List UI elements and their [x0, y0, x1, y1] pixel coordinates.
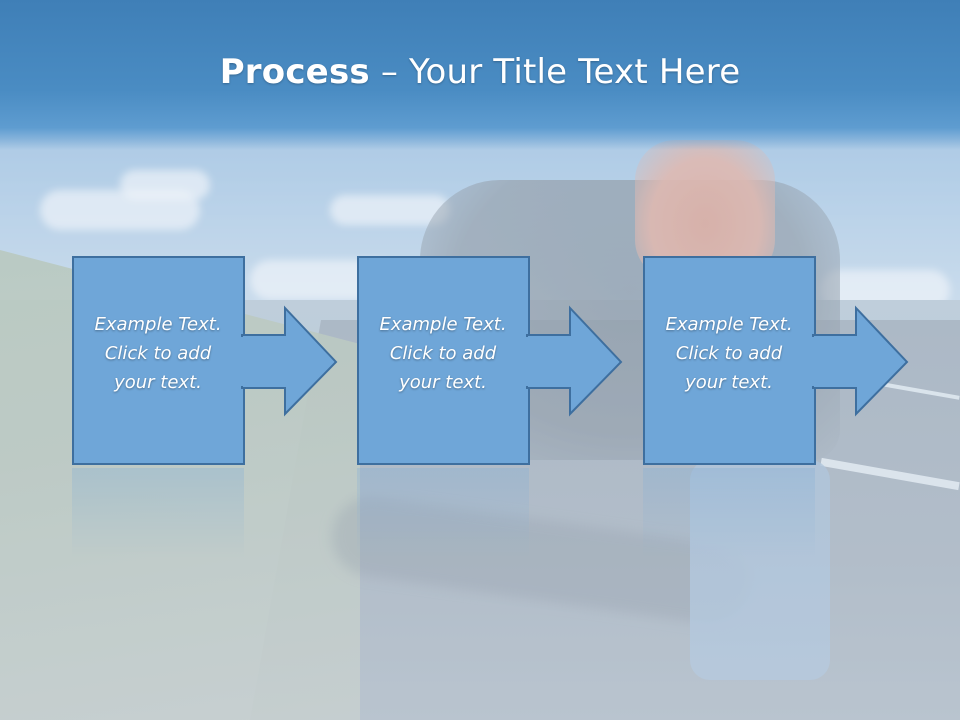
step-reflection	[72, 468, 362, 558]
step-text[interactable]: Example Text. Click to add your text.	[72, 310, 244, 397]
step-line: Click to add	[675, 343, 783, 364]
step-shape	[72, 256, 338, 465]
arrow-right-icon	[526, 305, 623, 417]
step-line: Example Text.	[379, 314, 507, 335]
title-rest: – Your Title Text Here	[369, 52, 741, 92]
reflection-box	[643, 468, 815, 558]
process-step-1[interactable]: Example Text. Click to add your text.	[72, 256, 392, 466]
step-line: your text.	[685, 372, 773, 393]
title-bar	[0, 0, 960, 150]
reflection-box	[357, 468, 529, 558]
step-line: Click to add	[389, 343, 497, 364]
step-line: Click to add	[104, 343, 212, 364]
process-step-2[interactable]: Example Text. Click to add your text.	[357, 256, 677, 466]
step-line: Example Text.	[665, 314, 793, 335]
step-shape	[357, 256, 623, 465]
step-reflection	[357, 468, 647, 558]
arrow-right-icon	[241, 305, 338, 417]
process-step-3[interactable]: Example Text. Click to add your text.	[643, 256, 960, 466]
step-line: your text.	[399, 372, 487, 393]
step-shape	[643, 256, 909, 465]
step-text[interactable]: Example Text. Click to add your text.	[643, 310, 815, 397]
step-line: your text.	[114, 372, 202, 393]
background-person-legs	[690, 460, 830, 680]
step-reflection	[643, 468, 933, 558]
arrow-right-icon	[812, 305, 909, 417]
reflection-box	[72, 468, 244, 558]
background-cloud	[120, 170, 210, 200]
title-bold: Process	[219, 52, 370, 92]
step-text[interactable]: Example Text. Click to add your text.	[357, 310, 529, 397]
step-line: Example Text.	[94, 314, 222, 335]
slide-title[interactable]: Process – Your Title Text Here	[0, 52, 960, 92]
